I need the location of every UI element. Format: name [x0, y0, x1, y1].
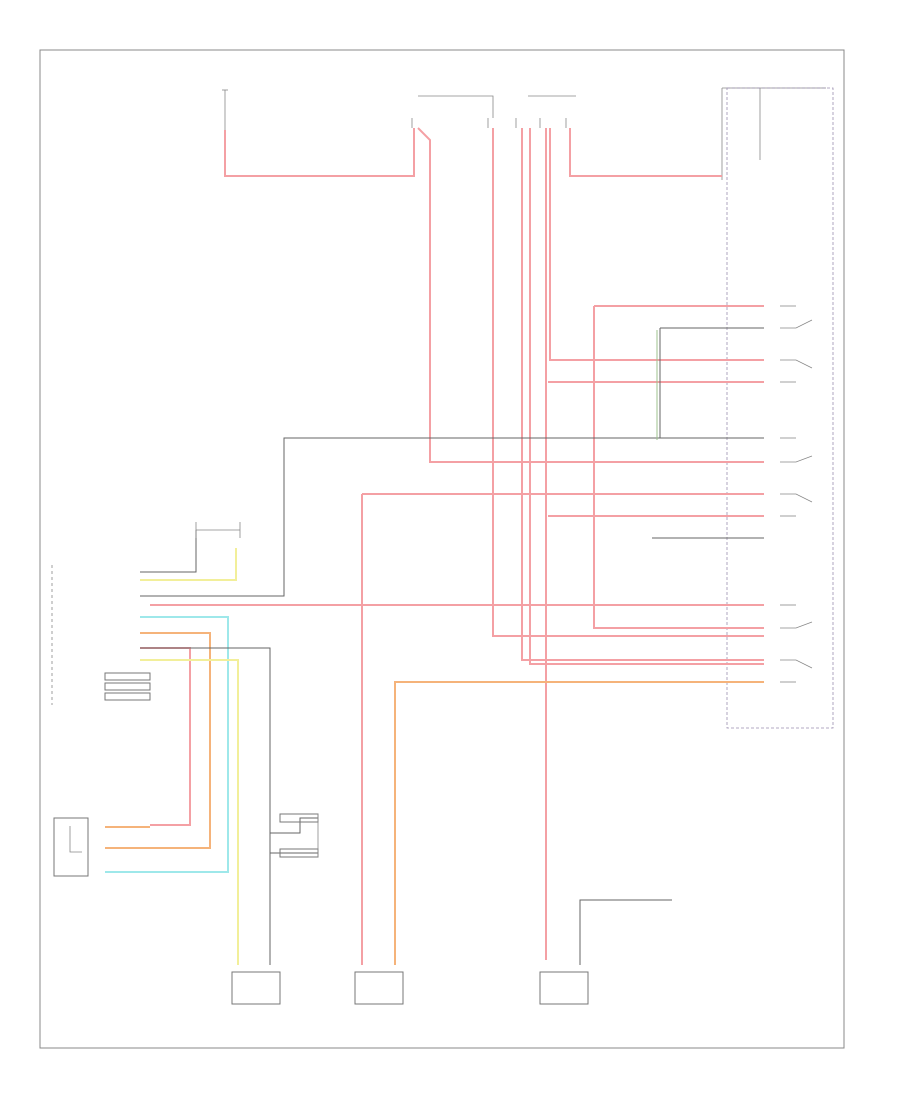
- cyan-wires: [105, 616, 229, 873]
- fuse-top-left: [222, 89, 228, 130]
- module-connector: [51, 565, 151, 705]
- ground-symbol: [195, 522, 241, 538]
- seat-module-outline: [726, 87, 834, 729]
- ground-connector-mid: [279, 813, 319, 858]
- connector-top-center: [411, 95, 576, 128]
- lumbar-motor: [231, 971, 281, 1005]
- fuse-top-right: [721, 87, 826, 180]
- red-wires: [140, 127, 764, 965]
- seat-switch-contacts: [780, 305, 813, 683]
- diagram-frame: [39, 49, 845, 1049]
- pressure-sensor: [53, 817, 89, 877]
- motor-left: [354, 971, 404, 1005]
- orange-wires: [105, 632, 764, 965]
- black-wires: [140, 327, 764, 965]
- motor-right: [539, 971, 589, 1005]
- yellow-wires: [140, 548, 239, 965]
